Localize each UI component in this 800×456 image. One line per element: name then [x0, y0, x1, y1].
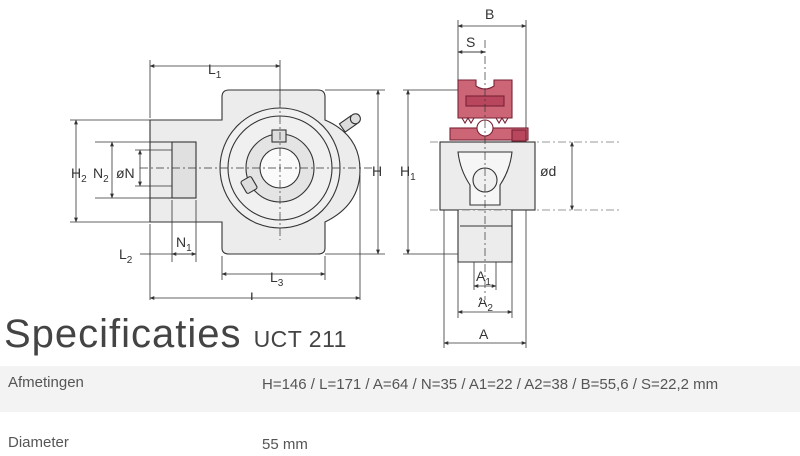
label-N1: N: [176, 234, 186, 250]
svg-text:H2: H2: [71, 165, 87, 185]
label-oN: øN: [116, 165, 135, 181]
spec-model: UCT 211: [253, 326, 347, 352]
svg-text:A2: A2: [476, 294, 491, 300]
side-dimensions: [403, 20, 574, 300]
front-view: [140, 89, 372, 255]
label-H1: H: [400, 163, 410, 179]
spec-value: 55 mm: [262, 436, 308, 453]
label-L: L: [250, 289, 258, 300]
label-B: B: [485, 6, 494, 22]
label-H: H: [372, 163, 382, 179]
side-dimension-labels: B S H1 ød A1 A2: [400, 6, 556, 300]
label-S: S: [466, 34, 475, 50]
svg-text:L1: L1: [208, 61, 222, 81]
label-od: ød: [540, 163, 556, 179]
label-L3: L: [270, 269, 278, 285]
grease-nipple: [338, 113, 361, 133]
svg-text:A1: A1: [476, 268, 491, 288]
label-L1: L: [208, 61, 216, 77]
svg-text:N2: N2: [93, 165, 109, 185]
label-H2: H: [71, 165, 81, 181]
dimension-A: A2 A: [443, 300, 527, 348]
spec-label: Afmetingen: [8, 374, 84, 391]
front-dimensions: [70, 60, 385, 300]
spec-label: Diameter: [8, 434, 69, 451]
side-view: [430, 40, 620, 300]
svg-text:L3: L3: [270, 269, 284, 289]
label-L2: L: [119, 246, 127, 262]
spec-title: Specificaties: [4, 312, 242, 356]
set-screw: [240, 176, 258, 194]
slot: [171, 141, 197, 199]
svg-text:A2: A2: [478, 300, 493, 314]
label-A: A: [479, 326, 489, 342]
label-A1: A: [476, 268, 486, 284]
spec-row-diameter: Diameter 55 mm: [0, 424, 800, 456]
label-A2-lower: A: [478, 300, 488, 310]
spec-value: H=146 / L=171 / A=64 / N=35 / A1=22 / A2…: [262, 376, 719, 393]
technical-drawing: L1 H2 N2 øN H L2 N1 L3 L: [70, 6, 620, 300]
spec-heading: Specificaties UCT 211: [4, 312, 347, 362]
svg-text:L2: L2: [119, 246, 133, 266]
svg-text:H1: H1: [400, 163, 416, 183]
label-A2: A: [476, 294, 486, 300]
svg-text:N1: N1: [176, 234, 192, 254]
label-N2: N: [93, 165, 103, 181]
front-dimension-labels: L1 H2 N2 øN H L2 N1 L3 L: [71, 61, 382, 300]
spec-row-dimensions: Afmetingen H=146 / L=171 / A=64 / N=35 /…: [0, 366, 800, 412]
